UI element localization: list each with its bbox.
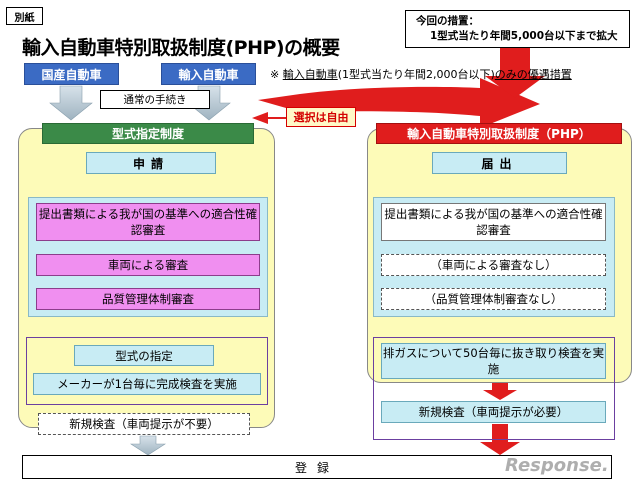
notify-box: 届出 bbox=[432, 152, 567, 174]
php-exhaust-down-arrow bbox=[483, 381, 517, 400]
big-red-curve-arrow bbox=[258, 78, 540, 128]
left-designation-group bbox=[26, 337, 268, 405]
right-inspection-group bbox=[373, 337, 615, 440]
measure-line1: 今回の措置： bbox=[416, 15, 479, 27]
new-measure-box: 今回の措置： 1型式当たり年間5,000台以下まで拡大 bbox=[405, 10, 630, 48]
choice-red-arrow bbox=[252, 112, 286, 124]
measure-line2: 1型式当たり年間5,000台以下まで拡大 bbox=[430, 30, 618, 42]
php-no-vehicle-review-box: （車両による審査なし） bbox=[381, 254, 606, 276]
exhaust-inspection-box: 排ガスについて50台毎に抜き取り検査を実施 bbox=[381, 343, 606, 379]
php-note: ※ 輸入自動車(1型式当たり年間2,000台以下)のみの優遇措置 bbox=[270, 66, 572, 82]
attachment-tag: 別紙 bbox=[6, 7, 43, 25]
php-header: 輸入自動車特別取扱制度（PHP） bbox=[376, 123, 622, 144]
apply-box: 申請 bbox=[86, 152, 216, 174]
free-choice-label: 選択は自由 bbox=[286, 107, 356, 127]
vehicle-review-box: 車両による審査 bbox=[36, 254, 260, 276]
note-underlined2: のみの優遇措置 bbox=[494, 68, 572, 81]
php-no-quality-review-box: （品質管理体制審査なし） bbox=[381, 288, 606, 310]
document-review-box: 提出書類による我が国の基準への適合性確認審査 bbox=[36, 203, 260, 241]
left-register-arrow bbox=[129, 435, 167, 456]
maker-inspection-box: メーカーが1台毎に完成検査を実施 bbox=[33, 373, 261, 395]
type-designation-header: 型式指定制度 bbox=[42, 123, 254, 144]
response-watermark: Response. bbox=[505, 455, 609, 476]
type-designation-box: 型式の指定 bbox=[74, 345, 214, 366]
domestic-down-arrow bbox=[49, 85, 93, 121]
note-prefix: ※ bbox=[270, 68, 283, 81]
red-measure-down-arrow bbox=[485, 48, 545, 98]
normal-procedure-label: 通常の手続き bbox=[100, 90, 210, 109]
page-title: 輸入自動車特別取扱制度(PHP)の概要 bbox=[22, 37, 340, 59]
domestic-vehicle-header: 国産自動車 bbox=[24, 63, 119, 85]
quality-review-box: 品質管理体制審査 bbox=[36, 288, 260, 310]
registration-bar: 登録 bbox=[22, 455, 612, 479]
note-middle: (1型式当たり年間2,000台以下) bbox=[337, 68, 495, 81]
imported-vehicle-header: 輸入自動車 bbox=[161, 63, 256, 85]
new-inspection-no-vehicle-box: 新規検査（車両提示が不要） bbox=[38, 413, 250, 435]
php-document-review-box: 提出書類による我が国の基準への適合性確認審査 bbox=[381, 203, 606, 241]
note-underlined: 輸入自動車 bbox=[282, 68, 338, 81]
new-inspection-vehicle-box: 新規検査（車両提示が必要） bbox=[381, 401, 606, 423]
